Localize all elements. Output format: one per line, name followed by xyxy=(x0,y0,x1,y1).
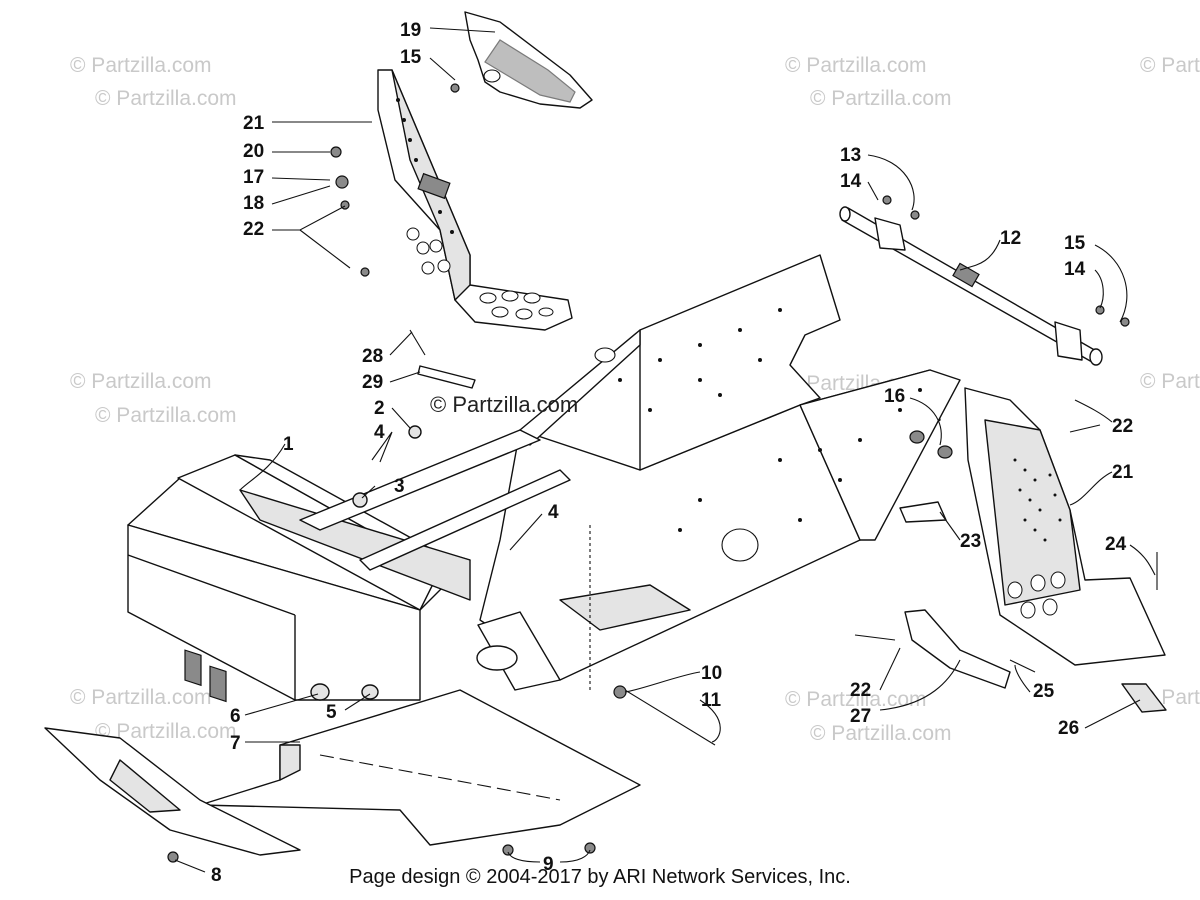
callout-21: 21 xyxy=(243,113,265,134)
callout-17: 17 xyxy=(243,167,264,188)
callout-28: 28 xyxy=(362,346,383,367)
skid-pan xyxy=(199,689,641,846)
watermark: © Partzilla.com xyxy=(70,370,212,393)
upper-cover xyxy=(464,11,593,109)
callout-10: 10 xyxy=(701,663,722,684)
watermark: © Partzilla.com xyxy=(1140,54,1200,77)
watermark: © Partzilla.com xyxy=(785,688,927,711)
callout-8: 8 xyxy=(211,865,222,886)
watermark-center: © Partzilla.com xyxy=(430,392,578,417)
callout-4: 4 xyxy=(374,422,385,443)
callout-25: 25 xyxy=(1033,681,1055,702)
callout-4: 4 xyxy=(548,502,559,523)
watermark: © Partzilla.com xyxy=(810,87,952,110)
callout-27: 27 xyxy=(850,706,871,727)
callout-29: 29 xyxy=(362,372,383,393)
callout-15: 15 xyxy=(1064,233,1086,254)
callout-20: 20 xyxy=(243,141,264,162)
callout-22: 22 xyxy=(1112,416,1133,437)
callout-6: 6 xyxy=(230,706,241,727)
callout-24: 24 xyxy=(1105,534,1127,555)
callout-9: 9 xyxy=(543,854,554,875)
callout-22: 22 xyxy=(243,219,264,240)
callout-14: 14 xyxy=(840,171,862,192)
watermark: © Partzilla.com xyxy=(95,720,237,743)
callout-22: 22 xyxy=(850,680,871,701)
front-bumper xyxy=(44,727,301,856)
callout-21: 21 xyxy=(1112,462,1134,483)
callout-5: 5 xyxy=(326,702,337,723)
callout-2: 2 xyxy=(374,398,385,419)
leader-lines xyxy=(174,27,1156,873)
watermark: © Partzilla.com xyxy=(95,404,237,427)
callout-11: 11 xyxy=(701,690,722,711)
callouts: 19 15 21 20 17 18 22 13 14 12 15 14 28 2… xyxy=(211,20,1134,886)
support-tube xyxy=(839,206,1103,366)
watermark: © Partzilla.com xyxy=(785,54,927,77)
left-footrest-panel xyxy=(377,69,573,331)
hardware xyxy=(167,83,1167,863)
callout-7: 7 xyxy=(230,733,241,754)
callout-23: 23 xyxy=(960,531,981,552)
right-footrest-panel xyxy=(964,387,1166,666)
watermark: © Partzilla.com xyxy=(95,87,237,110)
callout-15: 15 xyxy=(400,47,422,68)
callout-12: 12 xyxy=(1000,228,1021,249)
watermark: © Partzilla.com xyxy=(810,722,952,745)
callout-19: 19 xyxy=(400,20,421,41)
main-chassis-frame xyxy=(127,254,961,703)
watermark: © Partzilla.com xyxy=(70,686,212,709)
callout-18: 18 xyxy=(243,193,264,214)
callout-16: 16 xyxy=(884,386,905,407)
callout-26: 26 xyxy=(1058,718,1079,739)
footer-copyright: Page design © 2004-2017 by ARI Network S… xyxy=(349,866,851,888)
watermark: © Partzilla.com xyxy=(70,54,212,77)
callout-14: 14 xyxy=(1064,259,1086,280)
callout-1: 1 xyxy=(283,434,294,455)
callout-13: 13 xyxy=(840,145,861,166)
watermark: © Partzilla.com xyxy=(1140,370,1200,393)
callout-3: 3 xyxy=(394,476,405,497)
